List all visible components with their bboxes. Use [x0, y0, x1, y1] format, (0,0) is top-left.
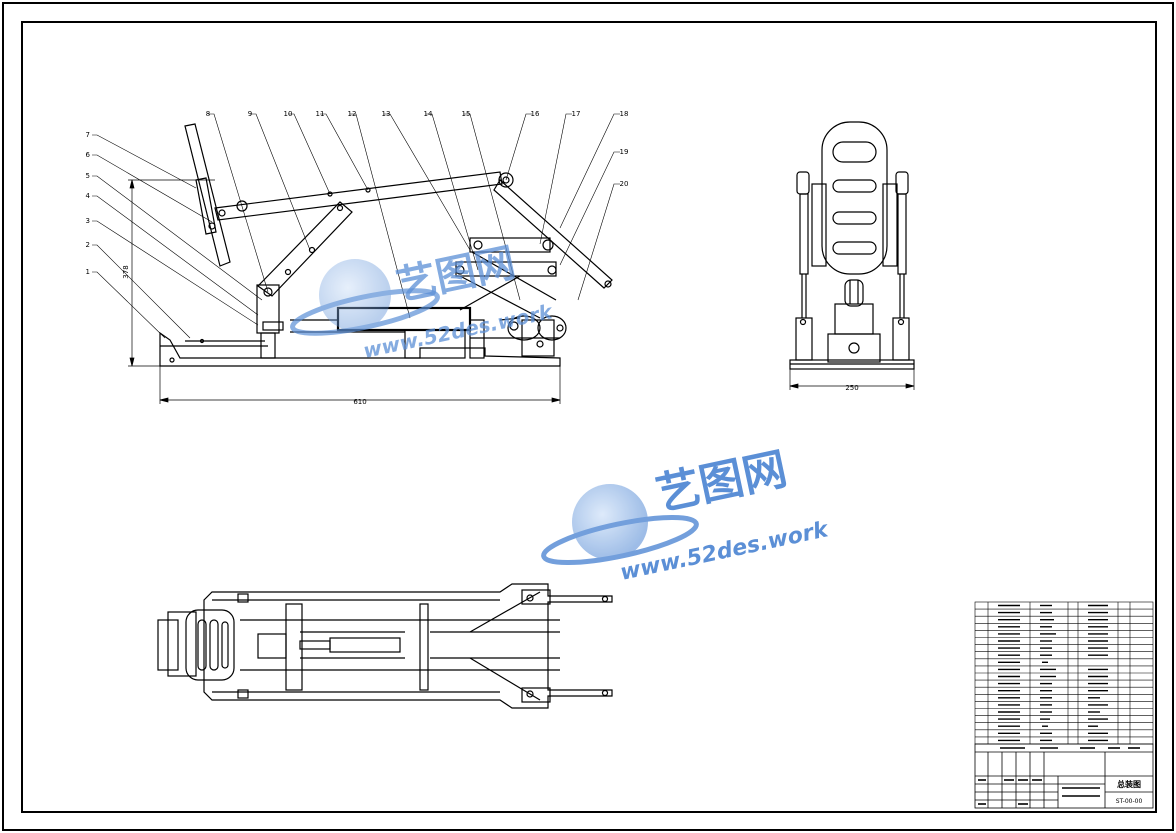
balloon-15: 15: [462, 110, 471, 118]
balloon-7: 7: [86, 131, 90, 139]
bom-cell-marks: [998, 604, 1108, 742]
balloon-9: 9: [248, 110, 252, 118]
balloon-11: 11: [316, 110, 325, 118]
balloon-6: 6: [86, 151, 91, 159]
front-dimensions: [789, 369, 915, 390]
balloon-4: 4: [86, 192, 91, 200]
watermark-brand-center: 艺图网: [652, 443, 792, 520]
balloon-17: 17: [572, 110, 581, 118]
balloon-2: 2: [86, 241, 90, 249]
balloon-5: 5: [86, 172, 90, 180]
title-block: [974, 743, 1154, 809]
balloon-12: 12: [348, 110, 357, 118]
watermark-logo-center: [541, 484, 699, 566]
balloon-1: 1: [86, 268, 90, 276]
dim-front-width: 250: [845, 384, 858, 392]
balloon-14: 14: [424, 110, 433, 118]
watermark-brand-top: 艺图网: [393, 240, 520, 310]
watermark-logo-top: [290, 259, 440, 336]
inner-border: [21, 21, 1157, 813]
balloon-10: 10: [284, 110, 293, 118]
front-view: [789, 121, 915, 370]
top-view: [157, 583, 613, 709]
side-dimensions: [128, 179, 561, 404]
bom-table: [974, 601, 1154, 745]
balloon-16: 16: [531, 110, 540, 118]
balloon-18: 18: [620, 110, 629, 118]
balloon-20: 20: [620, 180, 629, 188]
balloon-3: 3: [86, 217, 90, 225]
title-block-marks: [978, 747, 1140, 805]
balloon-19: 19: [620, 148, 629, 156]
balloon-leaders: [92, 113, 620, 339]
dim-side-width: 610: [353, 398, 366, 406]
dim-side-height: 378: [122, 265, 130, 278]
drawing-number: ST-00-00: [1116, 798, 1143, 805]
balloon-13: 13: [382, 110, 391, 118]
balloon-8: 8: [206, 110, 210, 118]
drawing-title: 总装图: [1117, 779, 1141, 789]
